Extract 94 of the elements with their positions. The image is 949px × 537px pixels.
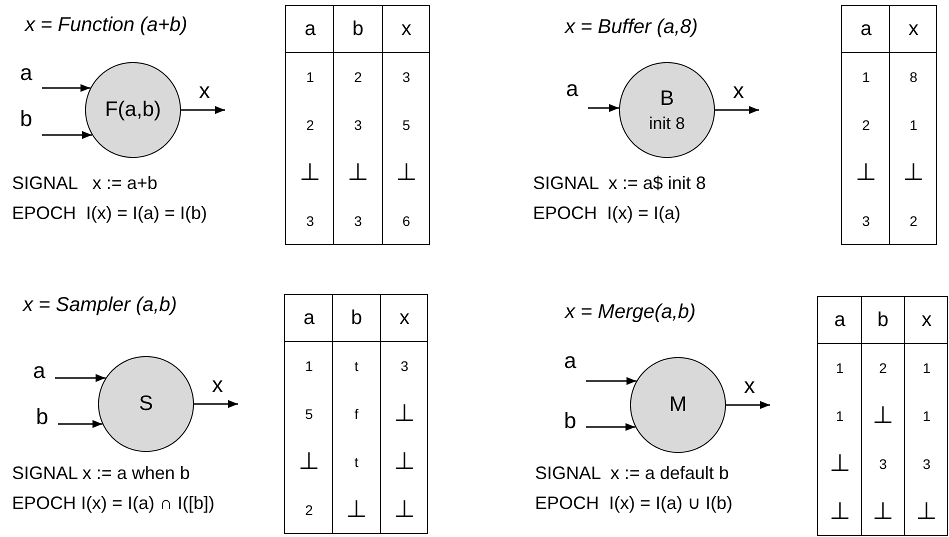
table-cell-text: 1 — [834, 406, 845, 426]
table-cell: 5 — [382, 101, 430, 149]
table-cell: 8 — [889, 53, 937, 101]
column-header: a — [285, 294, 333, 342]
table-cell-text: ⊥ — [298, 158, 322, 188]
edge-label: x — [744, 375, 755, 397]
table-cell: ⊥ — [380, 390, 428, 438]
input-label: a — [566, 78, 578, 100]
table-cell: 6 — [382, 197, 430, 245]
table-cell: 2 — [333, 53, 382, 101]
column-header: b — [860, 296, 904, 344]
table-cell: 1 — [889, 101, 937, 149]
input-label: a — [33, 360, 46, 382]
table-cell-text: 2 — [861, 116, 871, 134]
table-cell: t — [332, 438, 380, 486]
table-cell: t — [332, 342, 380, 390]
table-cell: 2 — [889, 197, 937, 245]
table-cell: ⊥ — [860, 488, 904, 536]
signal-equation: SIGNAL x := a+b — [12, 172, 158, 195]
table-cell: 1 — [904, 344, 948, 392]
table-cell-text: 2 — [304, 500, 314, 520]
table-cell: 1 — [904, 392, 948, 440]
arrow — [42, 84, 90, 92]
node-label: M — [669, 392, 687, 418]
table-cell: 2 — [860, 344, 904, 392]
formula-title: x = Sampler (a,b) — [23, 293, 177, 318]
input-label: b — [36, 406, 48, 428]
input-label: b — [20, 108, 32, 130]
table-cell: ⊥ — [333, 149, 382, 197]
table-cell-text: 1 — [304, 356, 314, 376]
table-cell-text: 3 — [305, 212, 316, 230]
edge-label: x — [199, 80, 210, 102]
table-cell-text: 1 — [861, 68, 871, 86]
arrow — [715, 106, 759, 114]
arrow — [42, 131, 92, 139]
node-label: init 8 — [649, 112, 685, 134]
table-cell-text: ⊥ — [854, 158, 878, 188]
node-label: S — [138, 390, 153, 417]
edge-label: x — [212, 374, 223, 396]
table-cell: ⊥ — [332, 486, 380, 534]
formula-title: x = Function (a+b) — [25, 13, 188, 38]
table-cell-text: 2 — [305, 116, 316, 134]
column-header: x — [904, 296, 948, 344]
table-cell: 3 — [380, 342, 428, 390]
table-cell: ⊥ — [860, 392, 904, 440]
column-header: a — [842, 5, 890, 53]
arrow — [181, 106, 225, 114]
arrow — [586, 377, 636, 385]
table-cell: 3 — [333, 101, 382, 149]
column-header: x — [889, 5, 937, 53]
table-cell: ⊥ — [380, 486, 428, 534]
formula-title: x = Merge(a,b) — [565, 300, 696, 325]
input-label: a — [564, 350, 576, 372]
signal-equation: SIGNAL x := a default b — [535, 462, 729, 485]
arrow — [55, 374, 106, 382]
node-label: B — [660, 86, 674, 112]
table-cell: ⊥ — [382, 149, 430, 197]
table-cell-text: 1 — [305, 68, 316, 86]
column-header: b — [332, 294, 380, 342]
table-cell-text: ⊥ — [828, 449, 852, 479]
table-cell: 3 — [904, 440, 948, 488]
column-header: a — [818, 296, 862, 344]
epoch-equation: EPOCH I(x) = I(a) ∩ I([b]) — [12, 492, 214, 515]
table-cell: ⊥ — [904, 488, 948, 536]
table-cell-text: 1 — [834, 358, 845, 378]
formula-title: x = Buffer (a,8) — [565, 15, 698, 40]
arrow — [586, 423, 636, 431]
column-header: x — [380, 294, 428, 342]
arrow — [58, 420, 102, 428]
epoch-equation: EPOCH I(x) = I(a) — [533, 202, 681, 225]
input-label: b — [564, 410, 576, 432]
arrow — [588, 104, 620, 112]
column-header: x — [382, 5, 430, 53]
table-cell: ⊥ — [380, 438, 428, 486]
table-cell: f — [332, 390, 380, 438]
table-cell-text: 3 — [861, 212, 871, 230]
edge-label: x — [733, 80, 744, 102]
arrow — [726, 401, 770, 409]
table-cell-text: ⊥ — [298, 447, 320, 477]
table-cell: 3 — [333, 197, 382, 245]
epoch-equation: EPOCH I(x) = I(a) ∪ I(b) — [535, 492, 733, 515]
node-label: F(a,b) — [104, 96, 161, 123]
epoch-equation: EPOCH I(x) = I(a) = I(b) — [12, 202, 208, 225]
column-header: b — [333, 5, 382, 53]
table-cell: ⊥ — [889, 149, 937, 197]
column-header: a — [286, 5, 334, 53]
input-label: a — [20, 62, 32, 84]
table-cell-text: 5 — [304, 404, 314, 424]
table-cell: 3 — [382, 53, 430, 101]
arrow — [194, 400, 238, 408]
signal-equation: SIGNAL x := a$ init 8 — [533, 172, 706, 195]
table-cell-text: ⊥ — [828, 497, 852, 527]
signal-equation: SIGNAL x := a when b — [12, 462, 190, 485]
table-cell: 3 — [860, 440, 904, 488]
